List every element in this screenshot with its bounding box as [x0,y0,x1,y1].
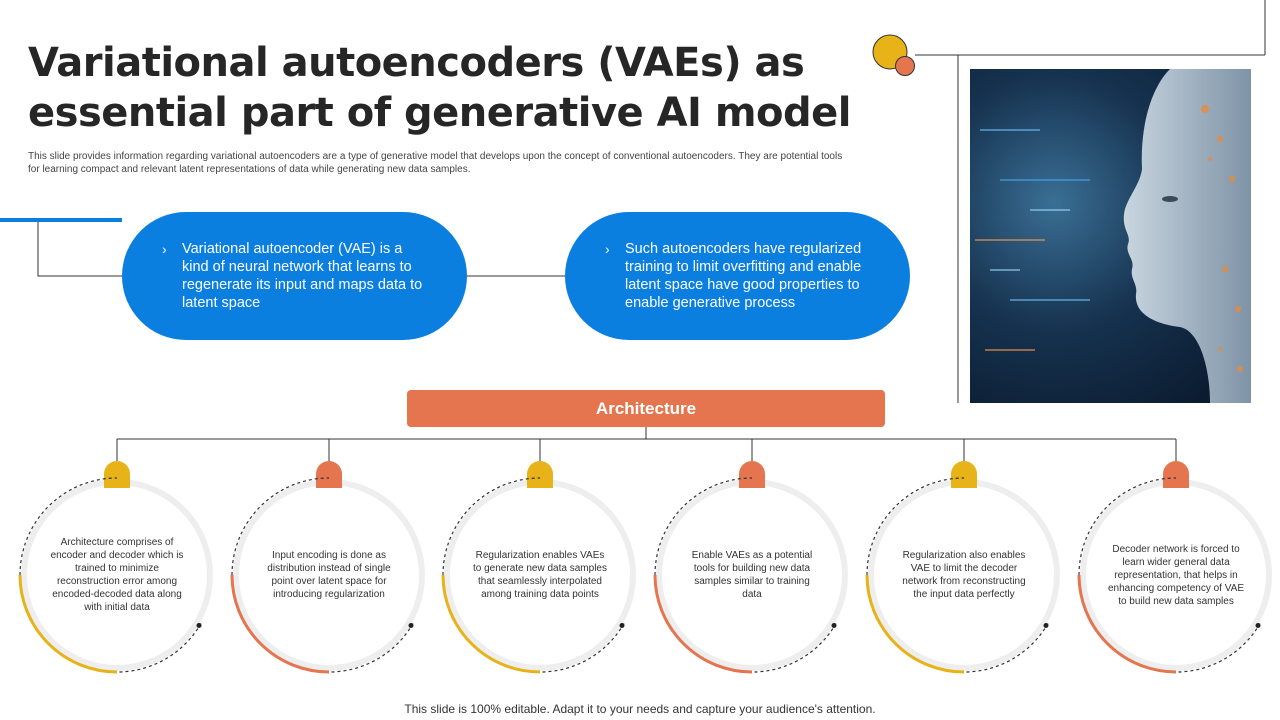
card-dashed-arc-bottom [1175,623,1261,673]
card-tab [527,461,553,488]
page-subtitle: This slide provides information regardin… [28,151,843,175]
card-end-dot [619,623,625,628]
architecture-card-text: Decoder network is forced to learn wider… [1108,543,1245,607]
card-tab [316,461,342,488]
card-tab [1163,461,1189,488]
info-pill-2: › Such autoencoders have regularized tra… [565,212,910,340]
card-tab [739,461,765,488]
ai-robot-face-illustration [975,69,1251,403]
architecture-card-text: Regularization enables VAEs to generate … [473,550,607,600]
architecture-card-text: Regularization also enables VAE to limit… [902,550,1026,600]
card-colored-arc [1077,574,1177,674]
accent-bar [0,218,122,222]
card-dashed-arc-top [19,477,118,576]
card-tab [951,461,977,488]
chevron-right-icon: › [162,241,167,257]
card-end-dot [831,623,837,628]
chevron-right-icon: › [605,241,610,257]
card-dashed-arc-bottom [539,623,625,673]
info-pill-1: › Variational autoencoder (VAE) is a kin… [122,212,467,340]
architecture-header: Architecture [407,390,885,427]
architecture-card-text: Architecture comprises of encoder and de… [50,537,184,613]
architecture-card-text: Input encoding is done as distribution i… [267,550,391,600]
card-colored-arc [441,574,541,674]
card-end-dot [408,623,414,628]
card-dashed-arc-top [231,477,330,576]
card-end-dot [1043,623,1049,628]
card-dashed-arc-top [654,477,753,576]
card-tab [104,461,130,488]
card-dashed-arc-top [866,477,965,576]
card-dashed-arc-top [1078,477,1177,576]
ai-robot-face-image [970,69,1251,403]
card-colored-arc [18,574,118,674]
card-colored-arc [653,574,753,674]
card-dashed-arc-top [442,477,541,576]
architecture-card-text: Enable VAEs as a potential tools for bui… [691,550,813,600]
pill-connector-left [37,222,122,277]
architecture-cards-graphics [18,439,1272,674]
card-end-dot [1255,623,1261,628]
card-colored-arc [230,574,330,674]
card-dashed-arc-bottom [116,623,202,673]
card-colored-arc [865,574,965,674]
card-end-dot [196,623,202,628]
info-pill-text: Such autoencoders have regularized train… [625,241,862,311]
card-dashed-arc-bottom [328,623,414,673]
card-dashed-arc-bottom [751,623,837,673]
info-pill-text: Variational autoencoder (VAE) is a kind … [182,241,423,311]
page-title: Variational autoencoders (VAEs) as essen… [28,40,851,136]
decor-circle-orange [895,56,915,76]
footer-note: This slide is 100% editable. Adapt it to… [404,702,876,716]
card-dashed-arc-bottom [963,623,1049,673]
